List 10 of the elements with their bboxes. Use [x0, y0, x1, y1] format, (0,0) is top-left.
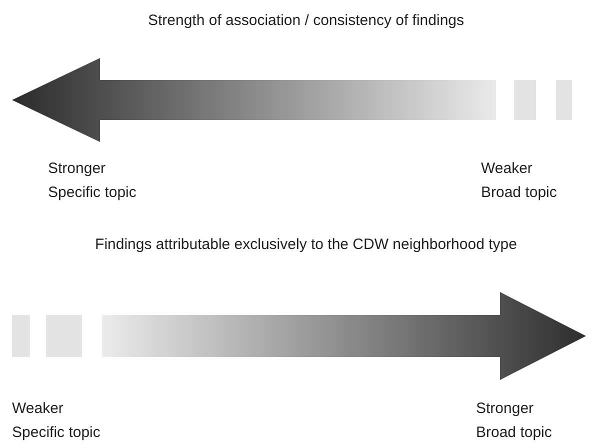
heading: Findings attributable exclusively to the CDW neighborhood type — [95, 236, 517, 254]
end-label: Specific topic — [12, 424, 100, 442]
heading: Strength of association / consistency of findings — [148, 12, 464, 30]
end-label: Stronger — [476, 400, 534, 418]
end-label: Specific topic — [48, 184, 136, 202]
end-label: Broad topic — [481, 184, 557, 202]
end-label: Stronger — [48, 160, 106, 178]
end-label: Weaker — [12, 400, 64, 418]
end-label: Weaker — [481, 160, 532, 178]
end-label: Broad topic — [476, 424, 552, 442]
